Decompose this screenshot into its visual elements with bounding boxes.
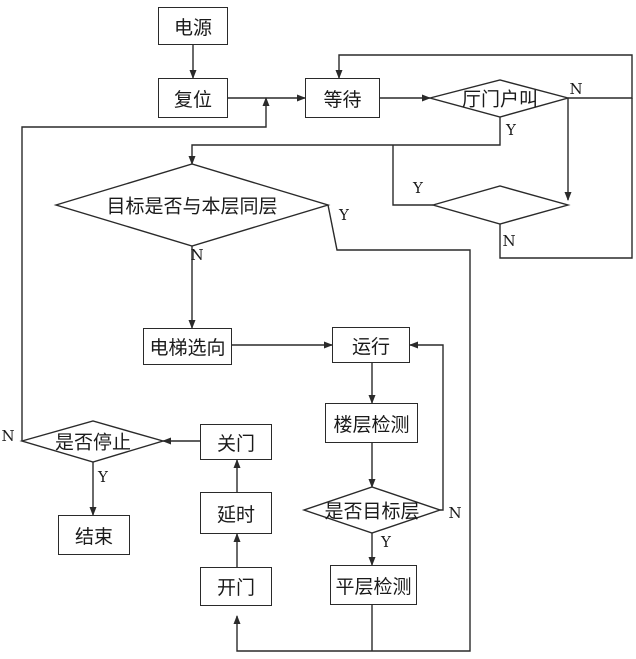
node-wait-label: 等待 — [323, 88, 362, 111]
edge-samefloor-yes — [233, 204, 471, 652]
node-direction: 电梯选向 — [143, 328, 232, 365]
node-delay-label: 延时 — [216, 503, 255, 526]
node-direction-label: 电梯选向 — [149, 337, 226, 359]
node-delay: 延时 — [200, 492, 272, 534]
node-reset: 复位 — [158, 78, 228, 118]
node-reset-label: 复位 — [173, 88, 212, 111]
node-close-door: 关门 — [200, 424, 272, 460]
label-blank-no: N — [502, 232, 516, 250]
node-open-door: 开门 — [200, 567, 272, 606]
label-same-floor-yes: Y — [339, 206, 349, 224]
label-stop-yes: Y — [98, 468, 108, 486]
label-same-floor-no: N — [190, 246, 204, 264]
node-level-detect-label: 平层检测 — [335, 575, 412, 598]
node-floor-detect-label: 楼层检测 — [333, 413, 410, 436]
label-hall-call-yes: Y — [506, 121, 516, 139]
label-stop-no: N — [1, 427, 15, 445]
node-hall-call-label: 厅门户叫 — [461, 88, 539, 111]
edge-blank-yes — [392, 145, 433, 206]
node-open-door-label: 开门 — [216, 577, 255, 599]
diamond-hall-call — [427, 79, 571, 118]
node-wait: 等待 — [305, 78, 380, 118]
node-end: 结束 — [58, 515, 130, 555]
node-level-detect: 平层检测 — [330, 565, 417, 605]
edge-blank-no — [499, 98, 633, 259]
node-stop-check-label: 是否停止 — [54, 431, 132, 454]
node-power: 电源 — [158, 7, 228, 45]
node-same-floor-label: 目标是否与本层同层 — [106, 195, 278, 218]
label-blank-yes: Y — [413, 179, 423, 197]
diamond-stop — [19, 420, 166, 463]
edge-hallcall-no-loop — [335, 54, 633, 99]
edge-stop-no — [21, 97, 270, 441]
label-target-no: N — [448, 504, 462, 522]
diamond-blank — [430, 185, 571, 225]
label-target-yes: Y — [381, 533, 391, 551]
node-run-label: 运行 — [351, 335, 390, 358]
node-floor-detect: 楼层检测 — [325, 403, 418, 443]
edge-hallcall-yes — [188, 117, 501, 165]
node-power-label: 电源 — [173, 16, 212, 39]
label-hall-call-no: N — [569, 80, 583, 98]
diamond-same-floor — [53, 163, 331, 247]
node-is-target-floor-label: 是否目标层 — [324, 500, 420, 523]
diamond-target — [301, 486, 443, 534]
node-end-label: 结束 — [74, 525, 113, 548]
node-run: 运行 — [332, 327, 410, 363]
node-close-door-label: 关门 — [216, 432, 255, 455]
